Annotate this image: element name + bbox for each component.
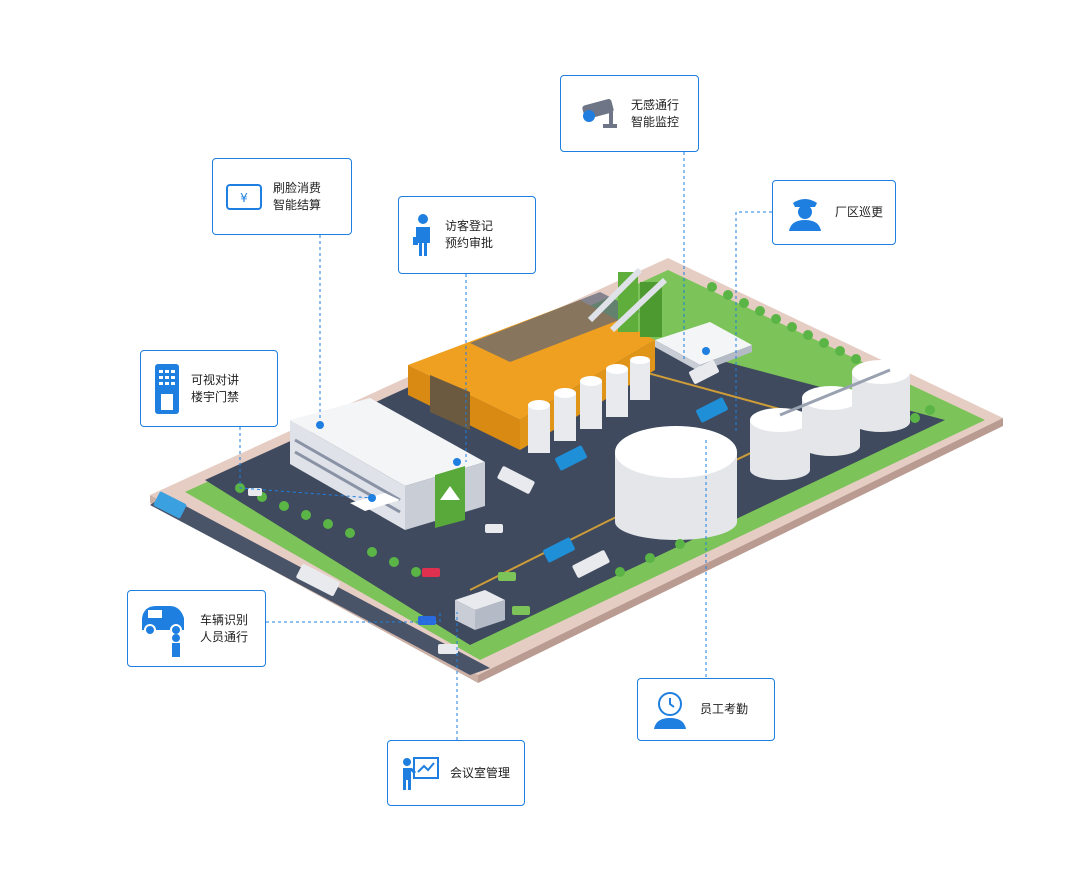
- trees: [235, 282, 935, 577]
- callout-meeting-text: 会议室管理: [450, 765, 510, 782]
- guard-icon: [785, 193, 825, 233]
- callout-patrol: 厂区巡更: [772, 180, 896, 245]
- car-person-icon: [140, 600, 190, 658]
- attendance-line1: 员工考勤: [700, 702, 749, 716]
- anchor-dots: [316, 347, 710, 502]
- meeting-line1: 会议室管理: [450, 765, 511, 780]
- yen-card-icon: ¥: [225, 182, 263, 212]
- vehicle-line2: 人员通行: [200, 629, 249, 644]
- callout-attendance: 员工考勤: [637, 678, 775, 741]
- callout-face-pay-text: 刷脸消费 智能结算: [273, 180, 321, 214]
- office-building: [290, 398, 485, 530]
- intercom-line2: 楼宇门禁: [191, 389, 240, 404]
- callout-vehicle-text: 车辆识别 人员通行: [200, 612, 248, 646]
- presentation-icon: [400, 754, 440, 792]
- vehicle-line1: 车辆识别: [200, 612, 249, 627]
- visitor-line2: 预约审批: [445, 236, 494, 250]
- clock-person-icon: [650, 690, 690, 730]
- conveyor-towers: [587, 267, 668, 337]
- intercom-panel-icon: [153, 362, 181, 416]
- gatehouse: [455, 590, 505, 630]
- callout-patrol-text: 厂区巡更: [835, 204, 883, 221]
- callout-visitor: 访客登记 预约审批: [398, 196, 536, 274]
- callout-attendance-text: 员工考勤: [700, 701, 748, 718]
- security-camera-icon: [573, 96, 621, 132]
- storage-tanks: [750, 360, 910, 480]
- patrol-line1: 厂区巡更: [835, 205, 884, 219]
- callout-vehicle: 车辆识别 人员通行: [127, 590, 266, 667]
- callout-intercom: 可视对讲 楼宇门禁: [140, 350, 278, 427]
- face-pay-line2: 智能结算: [273, 197, 322, 212]
- intercom-line1: 可视对讲: [191, 372, 240, 387]
- callout-meeting: 会议室管理: [387, 740, 525, 806]
- callout-monitor-text: 无感通行 智能监控: [631, 97, 679, 131]
- face-pay-line1: 刷脸消费: [273, 180, 322, 195]
- monitor-line1: 无感通行: [631, 97, 680, 112]
- svg-text:¥: ¥: [240, 191, 248, 205]
- callout-monitor: 无感通行 智能监控: [560, 75, 699, 152]
- callout-visitor-text: 访客登记 预约审批: [445, 218, 493, 252]
- visitor-line1: 访客登记: [445, 219, 494, 233]
- callout-intercom-text: 可视对讲 楼宇门禁: [191, 372, 239, 406]
- round-tank: [615, 426, 737, 540]
- silos: [528, 356, 650, 453]
- vehicles: [153, 360, 728, 654]
- leader-lines: [239, 152, 772, 740]
- visitor-person-icon: [411, 213, 435, 257]
- callout-face-pay: ¥ 刷脸消费 智能结算: [212, 158, 352, 235]
- monitor-line2: 智能监控: [631, 114, 680, 129]
